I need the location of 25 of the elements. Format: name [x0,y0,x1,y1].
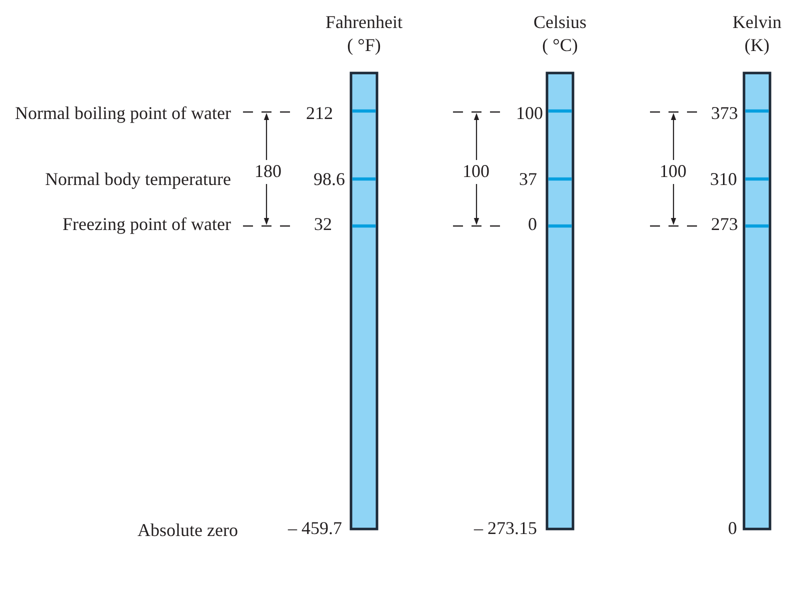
reference-point-label: Normal boiling point of water [15,103,231,123]
temperature-value: 212 [306,103,333,123]
temperature-value: 100 [516,103,543,123]
temperature-value: – 273.15 [474,518,537,538]
scale-name: Kelvin [732,11,782,33]
reference-point-label: Normal body temperature [45,169,231,189]
temperature-value: – 459.7 [288,518,342,538]
temperature-value: 0 [728,518,737,538]
scale-unit: ( °F) [346,34,382,56]
temperature-difference: 100 [660,161,686,181]
scale-unit: (K) [744,34,770,56]
temperature-value: 310 [710,169,737,189]
temperature-difference: 180 [254,161,282,181]
temperature-value: 273 [711,214,738,234]
temperature-difference: 100 [462,161,490,181]
scale-name: Fahrenheit [324,11,404,33]
temperature-value: 373 [711,103,738,123]
temperature-value: 37 [519,169,537,189]
scale-name: Celsius [532,11,588,33]
temperature-value: 98.6 [314,169,345,189]
reference-point-label: Freezing point of water [62,214,231,234]
reference-point-label: Absolute zero [138,520,238,540]
scale-unit: ( °C) [541,34,579,56]
temperature-value: 32 [314,214,332,234]
temperature-value: 0 [528,214,537,234]
